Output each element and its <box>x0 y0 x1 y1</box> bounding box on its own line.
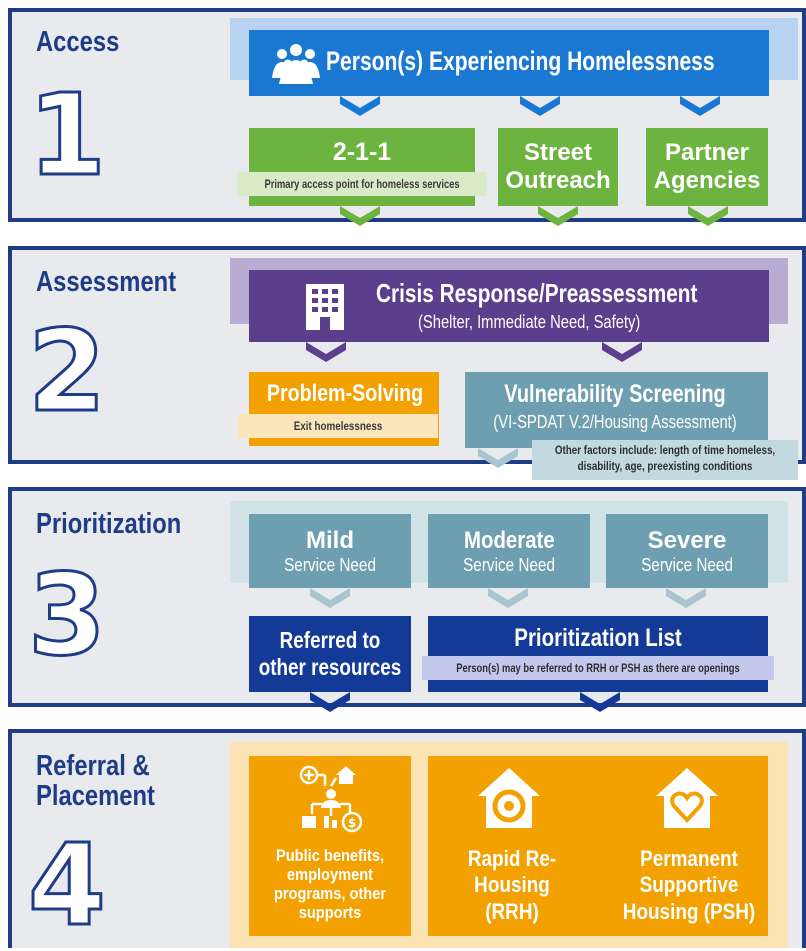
outcome-rrh <box>428 756 768 936</box>
need-mild-label: Mild <box>306 526 354 554</box>
problem-solving-label: Problem-Solving <box>266 380 424 407</box>
prioritization-list-label: Prioritization List <box>514 624 682 652</box>
house-circle-icon <box>474 764 544 832</box>
access-entry-211-note <box>237 172 487 196</box>
need-severe-label: Severe <box>647 526 727 554</box>
step-2-title: Assessment <box>36 266 177 298</box>
chevron-down-icon <box>680 96 720 121</box>
step-4-number: 4 <box>27 821 108 951</box>
svg-text:$: $ <box>348 816 356 830</box>
chevron-down-icon <box>488 588 528 613</box>
step-3-title: Prioritization <box>36 508 182 540</box>
crisis-header-sub: (Shelter, Immediate Need, Safety) <box>418 312 641 332</box>
chevron-down-icon <box>340 206 380 231</box>
chevron-down-icon <box>306 342 346 367</box>
need-mild-sub: Service Need <box>284 554 376 575</box>
building-icon <box>300 280 350 332</box>
step-4-title: Referral & Placement <box>36 750 155 812</box>
referred-label: Referred to other resources <box>258 626 402 680</box>
chevron-down-icon <box>340 96 380 121</box>
chevron-down-icon <box>688 206 728 231</box>
vulnerability-screening-label: Vulnerability Screening <box>504 380 726 408</box>
outcome-public-benefits <box>249 756 411 936</box>
chevron-down-icon <box>580 692 620 717</box>
chevron-down-icon <box>666 588 706 613</box>
chevron-down-icon <box>520 96 560 121</box>
access-entry-211-label: 2-1-1 <box>332 138 392 166</box>
prioritization-list-sub: Person(s) may be referred to RRH or PSH … <box>456 661 740 675</box>
access-entry-street-outreach: Street Outreach <box>498 128 618 206</box>
access-header-box <box>249 30 769 96</box>
vulnerability-screening-sub: (VI-SPDAT V.2/Housing Assessment) <box>493 412 737 432</box>
people-group-icon <box>268 42 324 86</box>
need-severe-sub: Service Need <box>641 554 733 575</box>
need-moderate-box: Moderate Service Need <box>428 514 590 588</box>
need-mild-box: Mild Service Need <box>249 514 411 588</box>
chevron-down-icon <box>310 692 350 717</box>
problem-solving-note <box>238 414 438 438</box>
crisis-header-label: Crisis Response/Preassessment <box>376 278 698 308</box>
need-severe-box: Severe Service Need <box>606 514 768 588</box>
screening-factors-text: Other factors include: length of time ho… <box>554 443 776 474</box>
access-entry-partner-agencies: Partner Agencies <box>646 128 768 206</box>
vulnerability-screening-box <box>465 372 768 448</box>
outcome-psh-label: Permanent Supportive Housing (PSH) <box>622 846 756 924</box>
step-2-number: 2 <box>27 307 108 437</box>
chevron-down-icon <box>538 206 578 231</box>
chevron-down-icon <box>478 448 518 473</box>
partner-agencies-label: Partner Agencies <box>653 139 761 194</box>
outcome-public-benefits-label: Public benefits, employment programs, ot… <box>273 846 387 923</box>
access-header-label: Person(s) Experiencing Homelessness <box>326 46 715 76</box>
step-1-title: Access <box>36 26 120 58</box>
step-1-number: 1 <box>27 71 108 201</box>
referred-box: Referred to other resources <box>249 616 411 692</box>
access-entry-211-sub: Primary access point for homeless servic… <box>264 177 460 191</box>
prioritization-list-note <box>422 656 774 680</box>
chevron-down-icon <box>602 342 642 367</box>
need-moderate-label: Moderate <box>463 526 555 554</box>
house-heart-icon <box>652 764 722 832</box>
outcome-rrh-label: Rapid Re-Housing (RRH) <box>467 846 557 924</box>
street-outreach-label: Street Outreach <box>505 139 611 194</box>
step-3-number: 3 <box>27 551 108 681</box>
benefits-network-icon: $ <box>298 764 364 834</box>
chevron-down-icon <box>310 588 350 613</box>
screening-factors-note <box>532 440 798 480</box>
problem-solving-sub: Exit homelessness <box>293 419 383 433</box>
need-moderate-sub: Service Need <box>463 554 555 575</box>
